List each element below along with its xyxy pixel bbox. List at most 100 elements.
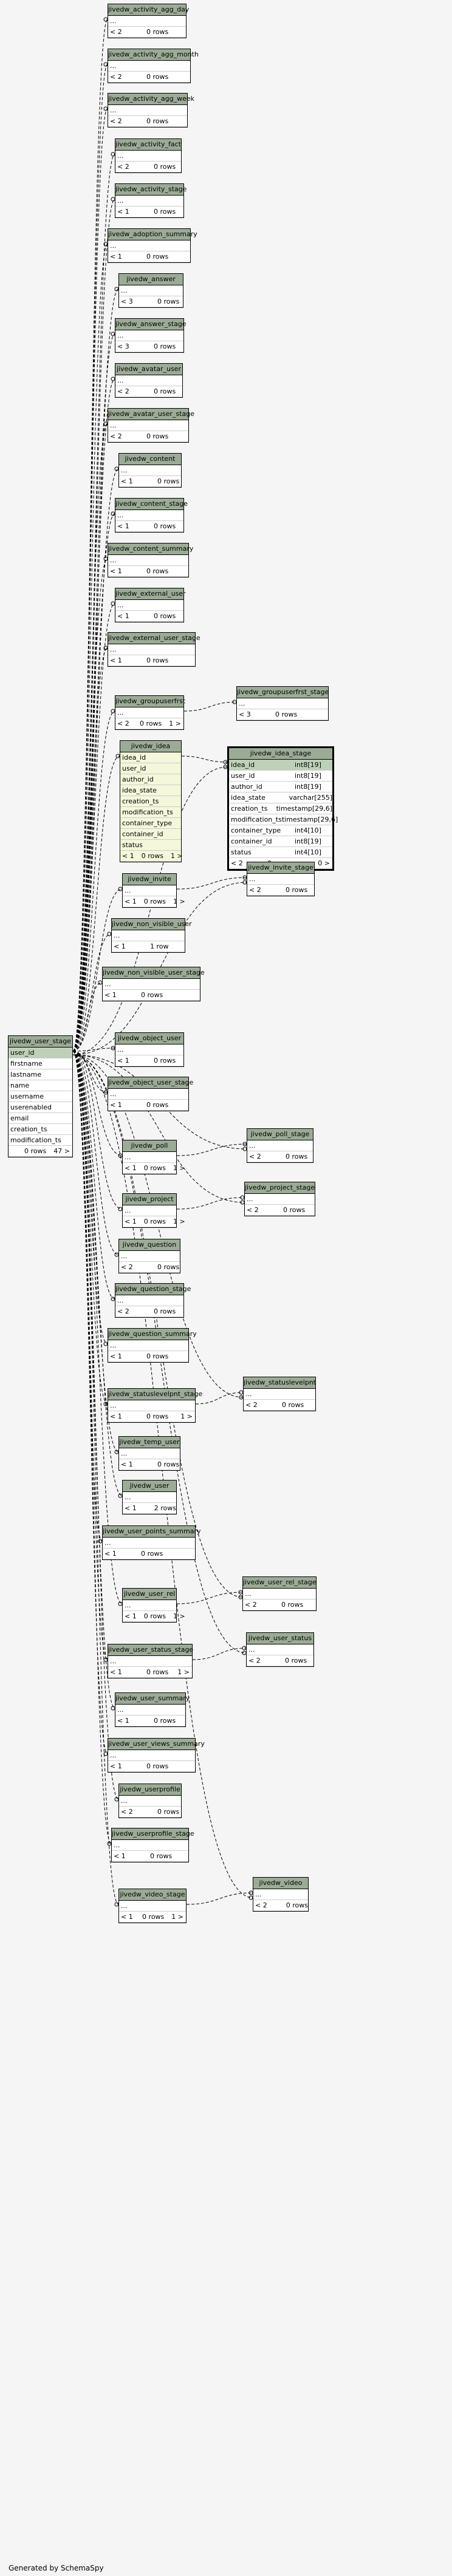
column-row: name bbox=[9, 1080, 72, 1091]
column-type: int4[10] bbox=[295, 826, 321, 834]
column-row: modification_ts bbox=[120, 807, 181, 818]
column-placeholder: ... bbox=[115, 1044, 183, 1055]
child-count: < 2 bbox=[121, 1263, 133, 1271]
column-placeholder: ... bbox=[123, 1152, 176, 1163]
relationship-line bbox=[72, 1051, 123, 1604]
column-placeholder: ... bbox=[245, 1194, 315, 1205]
relationship-line bbox=[72, 1051, 112, 1844]
column-placeholder: ... bbox=[123, 1205, 176, 1216]
rows-label: 0 rows bbox=[285, 1657, 307, 1665]
column-placeholder: ... bbox=[108, 1400, 195, 1411]
rows-label: 0 rows bbox=[141, 1550, 163, 1558]
relationship-line bbox=[72, 108, 108, 1052]
relationship-line bbox=[72, 1054, 245, 1203]
child-count: < 1 bbox=[121, 1460, 133, 1468]
relationship-line bbox=[72, 1051, 108, 1344]
relationship-line bbox=[72, 244, 108, 1052]
child-count: < 2 bbox=[249, 886, 261, 894]
column-placeholder: ... bbox=[103, 979, 200, 990]
relationship-line bbox=[72, 199, 115, 1052]
child-count bbox=[10, 1146, 17, 1156]
column-placeholder: ... bbox=[123, 1600, 176, 1611]
table-title: jivedw_user_stage bbox=[9, 1036, 72, 1048]
child-count: < 3 bbox=[121, 298, 133, 305]
relationship-line bbox=[72, 933, 112, 1052]
rows-label: 0 rows bbox=[275, 710, 298, 718]
column-placeholder: ... bbox=[119, 285, 183, 296]
relationship-line bbox=[72, 710, 115, 1052]
child-count: < 1 bbox=[122, 852, 134, 860]
relationship-line bbox=[176, 1592, 243, 1604]
table-title: jivedw_activity_agg_day bbox=[108, 4, 189, 16]
relationship-line bbox=[176, 1197, 245, 1210]
relationship-line bbox=[72, 468, 119, 1052]
column-placeholder: ... bbox=[112, 1840, 188, 1851]
column-type: timestamp[29,6] bbox=[276, 805, 332, 813]
table-title: jivedw_groupuserfrst bbox=[115, 696, 185, 707]
column-row: status bbox=[120, 840, 181, 851]
relationship-line bbox=[72, 1051, 123, 1496]
rows-label: 0 rows bbox=[146, 432, 169, 440]
column-placeholder: ... bbox=[243, 1589, 316, 1600]
